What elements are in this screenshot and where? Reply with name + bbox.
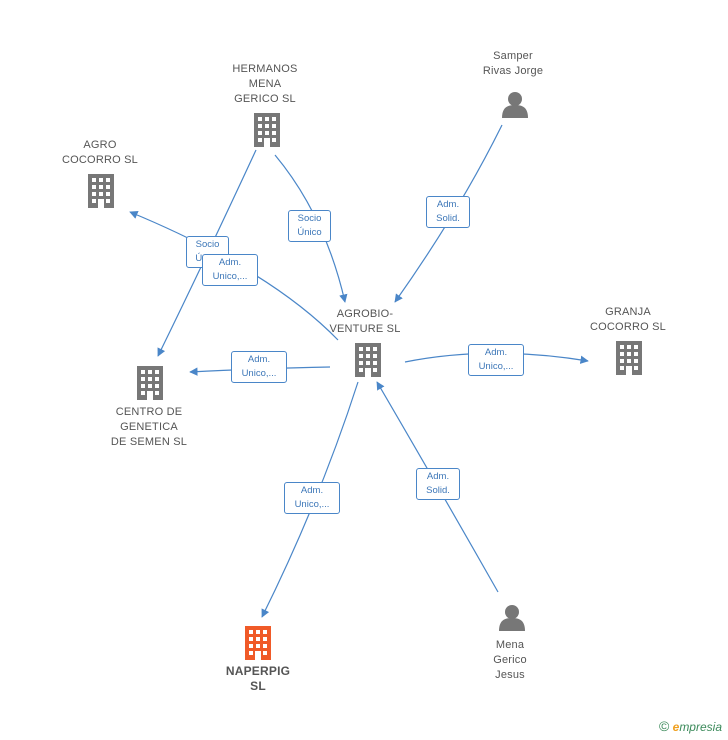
node-agro-label[interactable]: AGRO COCORRO SL [62,139,138,166]
edge-label-agrobio-centro: Adm. Unico,... [231,351,287,383]
edge-label-agrobio-agro: Adm. Unico,... [202,254,258,286]
node-granja-label[interactable]: GRANJA COCORRO SL [590,306,666,333]
samper-person-icon [502,92,528,118]
node-samper-label[interactable]: Samper Rivas Jorge [482,50,544,77]
node-hermanos-label[interactable]: HERMANOS MENA GERICO SL [232,63,298,105]
copyright-symbol: © [658,718,670,734]
naperpig-building-icon [245,626,271,660]
node-agrobio-label[interactable]: AGROBIO- VENTURE SL [329,308,401,335]
edge-label-agrobio-granja: Adm. Unico,... [468,344,524,376]
node-mena-label[interactable]: Mena Gerico Jesus [493,639,527,681]
hermanos-building-icon [254,113,280,147]
node-naperpig-label[interactable]: NAPERPIG SL [225,664,291,693]
node-centro-label[interactable]: CENTRO DE GENETICA DE SEMEN SL [110,406,188,448]
agrobio-building-icon [355,343,381,377]
granja-building-icon [616,341,642,375]
edge-label-hermanos-agrobio: Socio Único [288,210,331,242]
brand-name: mpresia [679,720,722,734]
mena-person-icon [499,605,525,631]
edge-label-samper-agrobio: Adm. Solid. [426,196,470,228]
empresia-logo: © empresia [659,718,722,734]
edge-label-agrobio-naperpig: Adm. Unico,... [284,482,340,514]
edge-label-mena-agrobio: Adm. Solid. [416,468,460,500]
brand-initial: e [672,720,680,734]
agro-building-icon [88,174,114,208]
centro-building-icon [137,366,163,400]
